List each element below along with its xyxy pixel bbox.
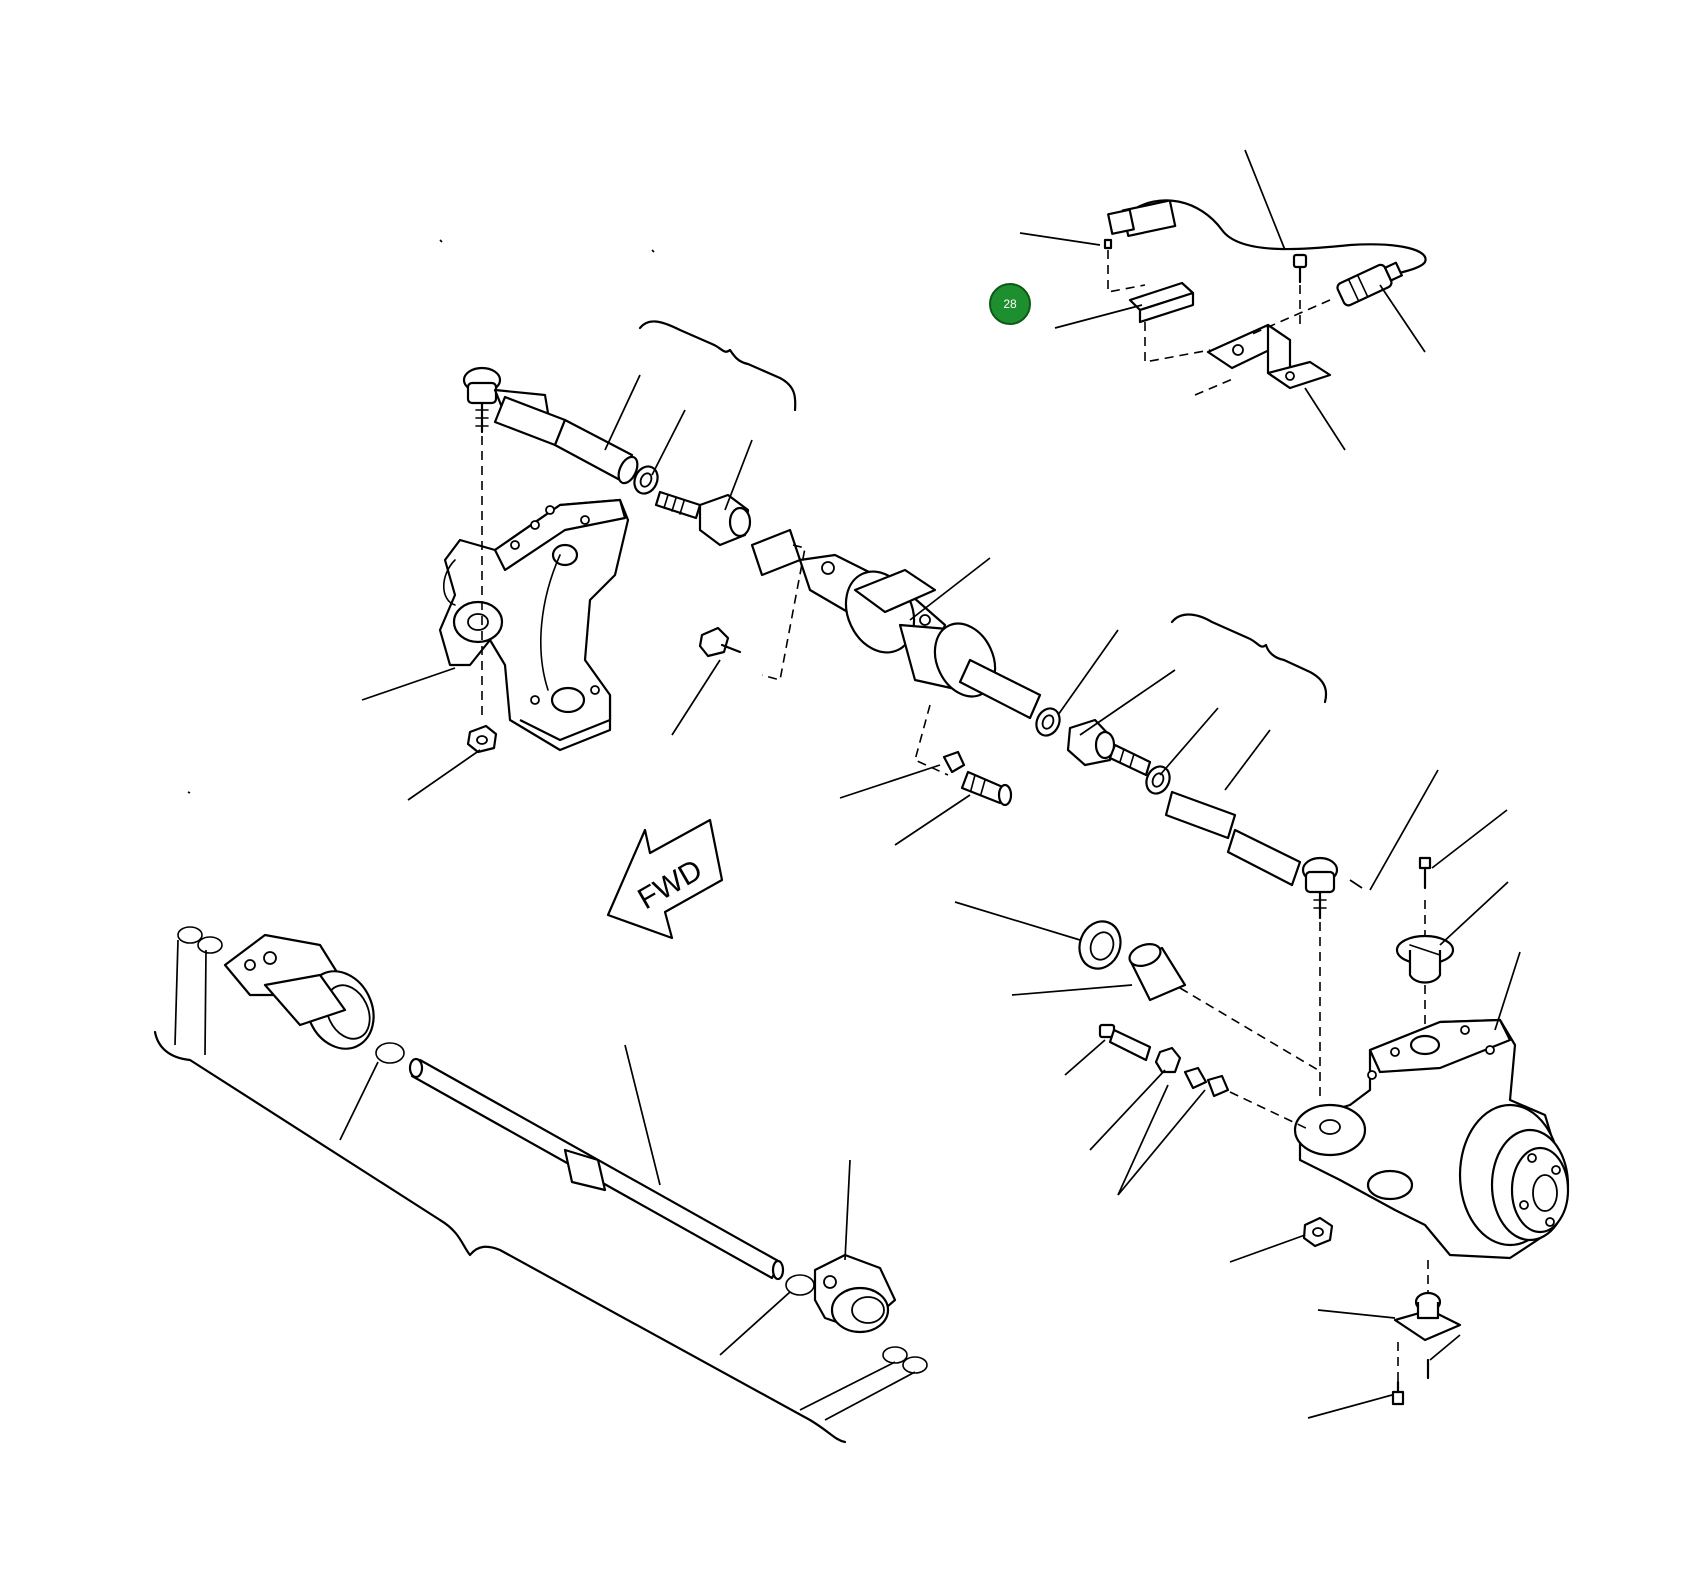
right-lower-nut xyxy=(1302,1216,1334,1248)
kingpin-seal xyxy=(1078,920,1122,970)
callout-leader-lines xyxy=(187,239,1521,1419)
brace-lower xyxy=(153,1030,847,1444)
kingpin-bushing xyxy=(1128,943,1319,1071)
right-tie-rod-end xyxy=(1301,856,1339,1100)
threaded-stud-right xyxy=(1108,743,1152,777)
bolt-center-lower xyxy=(942,750,1013,807)
right-steering-knuckle xyxy=(1293,1018,1570,1260)
tie-rod-tube-right xyxy=(1164,790,1302,887)
hex-bolt-center xyxy=(698,626,742,658)
brace-upper-left xyxy=(638,320,797,412)
jam-nut-right xyxy=(1035,707,1061,737)
kingpin-cap-upper xyxy=(1395,856,1455,1030)
forward-direction-arrow: FWD xyxy=(606,818,724,940)
steering-cylinder-lower xyxy=(174,926,928,1421)
rod-end-bushing-right xyxy=(1066,718,1116,767)
jam-nut-upper-left xyxy=(633,465,659,495)
steering-cylinder-center xyxy=(750,528,1042,776)
kingpin-cap-lower xyxy=(1391,1260,1462,1406)
brace-upper-right xyxy=(1170,613,1328,704)
rod-end-bushing-upper xyxy=(698,493,752,547)
speed-sensor-assembly xyxy=(1019,149,1427,451)
callout-hotspot-28[interactable]: 28 xyxy=(989,283,1031,325)
left-nut xyxy=(466,724,498,754)
lower-fastener-set xyxy=(1098,1023,1311,1131)
threaded-stud-upper-left xyxy=(654,490,702,520)
left-steering-knuckle xyxy=(438,498,630,752)
tie-rod-tube-upper-left xyxy=(493,395,639,485)
